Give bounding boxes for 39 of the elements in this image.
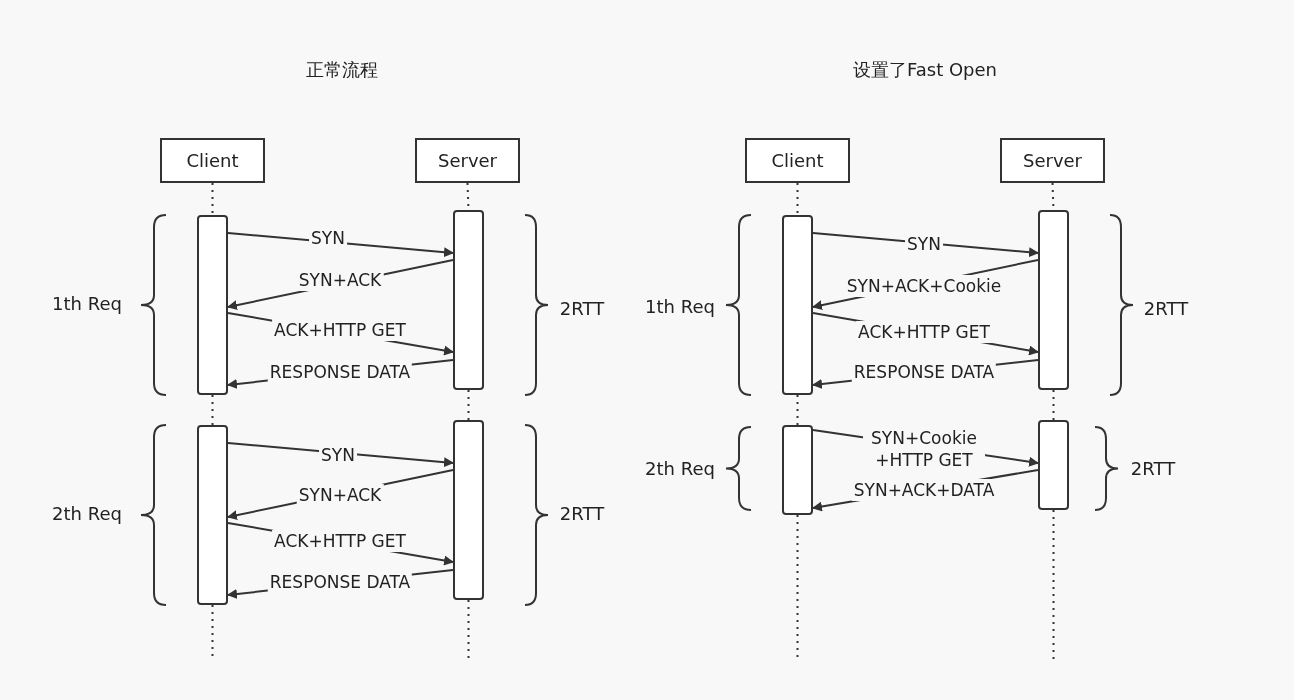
lifeline [467, 389, 470, 421]
edge-label: RESPONSE DATA [851, 361, 997, 383]
bracket-label: 2th Req [645, 457, 715, 479]
lifeline [211, 182, 214, 216]
activation-bar [197, 215, 228, 395]
lifeline [1052, 509, 1055, 661]
edge-label: ACK+HTTP GET [272, 319, 408, 341]
activation-bar [782, 215, 813, 395]
panel-heading: 正常流程 [306, 58, 378, 82]
lifeline-head-box: Server [415, 138, 520, 183]
activation-bar [1038, 210, 1069, 390]
panel-heading: 设置了Fast Open [853, 58, 997, 82]
edge-label: RESPONSE DATA [267, 361, 413, 383]
edge-label: SYN+ACK+Cookie [844, 275, 1004, 297]
bracket-label: 2RTT [559, 297, 605, 319]
bracket-label: 2th Req [52, 502, 122, 524]
activation-bar [782, 425, 813, 515]
lifeline-head-box: Client [160, 138, 265, 183]
edge-label: ACK+HTTP GET [272, 530, 408, 552]
lifeline-head-box: Client [745, 138, 850, 183]
lifeline [467, 599, 470, 661]
bracket-label: 1th Req [52, 292, 122, 314]
activation-bar [453, 210, 484, 390]
lifeline-head-box: Server [1000, 138, 1105, 183]
lifeline [1052, 389, 1055, 421]
lifeline [211, 394, 214, 426]
activation-bar [453, 420, 484, 600]
lifeline [796, 182, 799, 216]
lifeline [796, 394, 799, 426]
bracket-label: 2RTT [559, 502, 605, 524]
activation-bar [197, 425, 228, 605]
edge-label: SYN+ACK+DATA [851, 479, 997, 501]
activation-bar [1038, 420, 1069, 510]
edge-label: ACK+HTTP GET [856, 321, 992, 343]
bracket-label: 1th Req [645, 295, 715, 317]
edge-label: SYN+ACK [296, 484, 384, 506]
edge-label: RESPONSE DATA [267, 571, 413, 593]
bracket-label: 2RTT [1143, 297, 1189, 319]
bracket-label: 2RTT [1130, 457, 1176, 479]
